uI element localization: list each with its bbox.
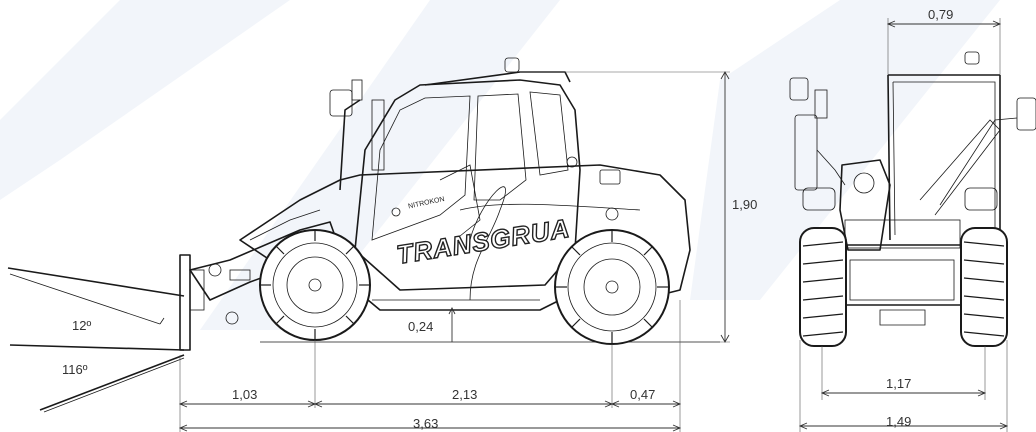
front-overhang-label: 1,03 [232, 387, 257, 402]
total-length-label: 3,63 [413, 416, 438, 431]
cab-width-label: 0,79 [928, 7, 953, 22]
front-wheel [259, 229, 371, 341]
model-badge: NITROKON [408, 196, 446, 211]
front-view-right-wheel [960, 227, 1008, 347]
track-width-label: 1,17 [886, 376, 911, 391]
wheelbase-label: 2,13 [452, 387, 477, 402]
front-view-left-wheel [799, 227, 847, 347]
fork-tilt-down-label: 116º [62, 362, 88, 377]
brand-logo: TRANSGRUA [394, 213, 572, 270]
fork-tilt-up-label: 12º [72, 318, 91, 333]
total-width-label: 1,49 [886, 414, 911, 429]
side-view-dimensions: 12º 116º 1,90 0,24 1,03 2,13 0,47 3,63 [62, 71, 757, 432]
front-view-dimensions: 0,79 1,17 1,49 [798, 7, 1009, 432]
height-label: 1,90 [732, 197, 757, 212]
rear-wheel [554, 229, 670, 345]
front-view-telehandler [789, 51, 1036, 347]
rear-overhang-label: 0,47 [630, 387, 655, 402]
ground-clearance-label: 0,24 [408, 319, 433, 334]
